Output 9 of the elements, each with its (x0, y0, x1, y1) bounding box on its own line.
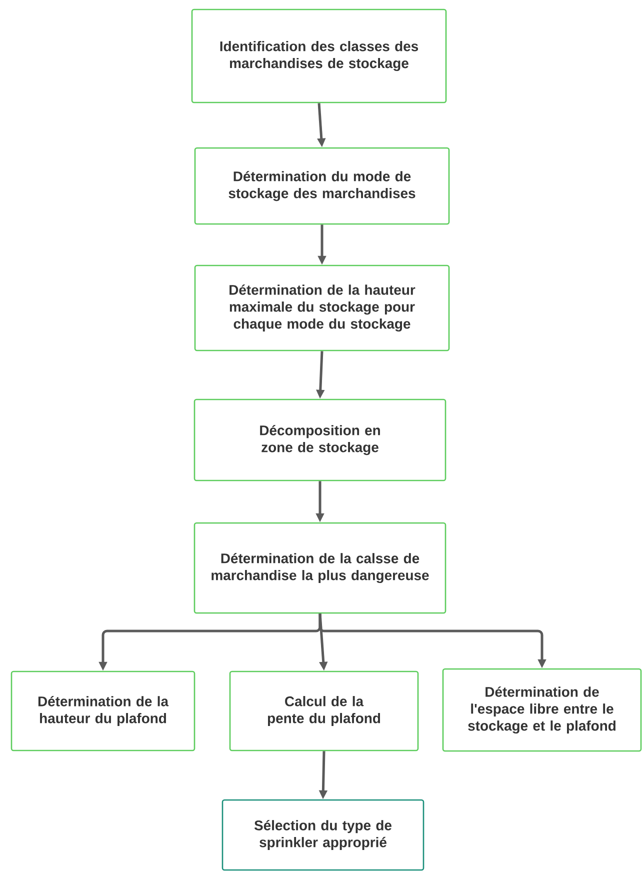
process-box: Calcul de la pente du plafond (229, 670, 419, 752)
process-box: Détermination de l'espace libre entre le stockage et le plafond (442, 668, 642, 752)
process-box: Identification des classes des marchandises de stockage (191, 8, 447, 104)
process-box: Détermination de la hauteur maximale du stockage pour chaque mode du stockage (194, 264, 450, 352)
process-box: Décomposition en zone de stockage (194, 398, 446, 482)
process-box: Détermination de la hauteur du plafond (10, 670, 196, 752)
process-box: Sélection du type de sprinkler approprié (222, 799, 424, 871)
process-box: Détermination du mode de stockage des marchandises (194, 147, 450, 225)
process-box: Détermination de la calsse de marchandise la plus dangereuse (194, 522, 446, 614)
